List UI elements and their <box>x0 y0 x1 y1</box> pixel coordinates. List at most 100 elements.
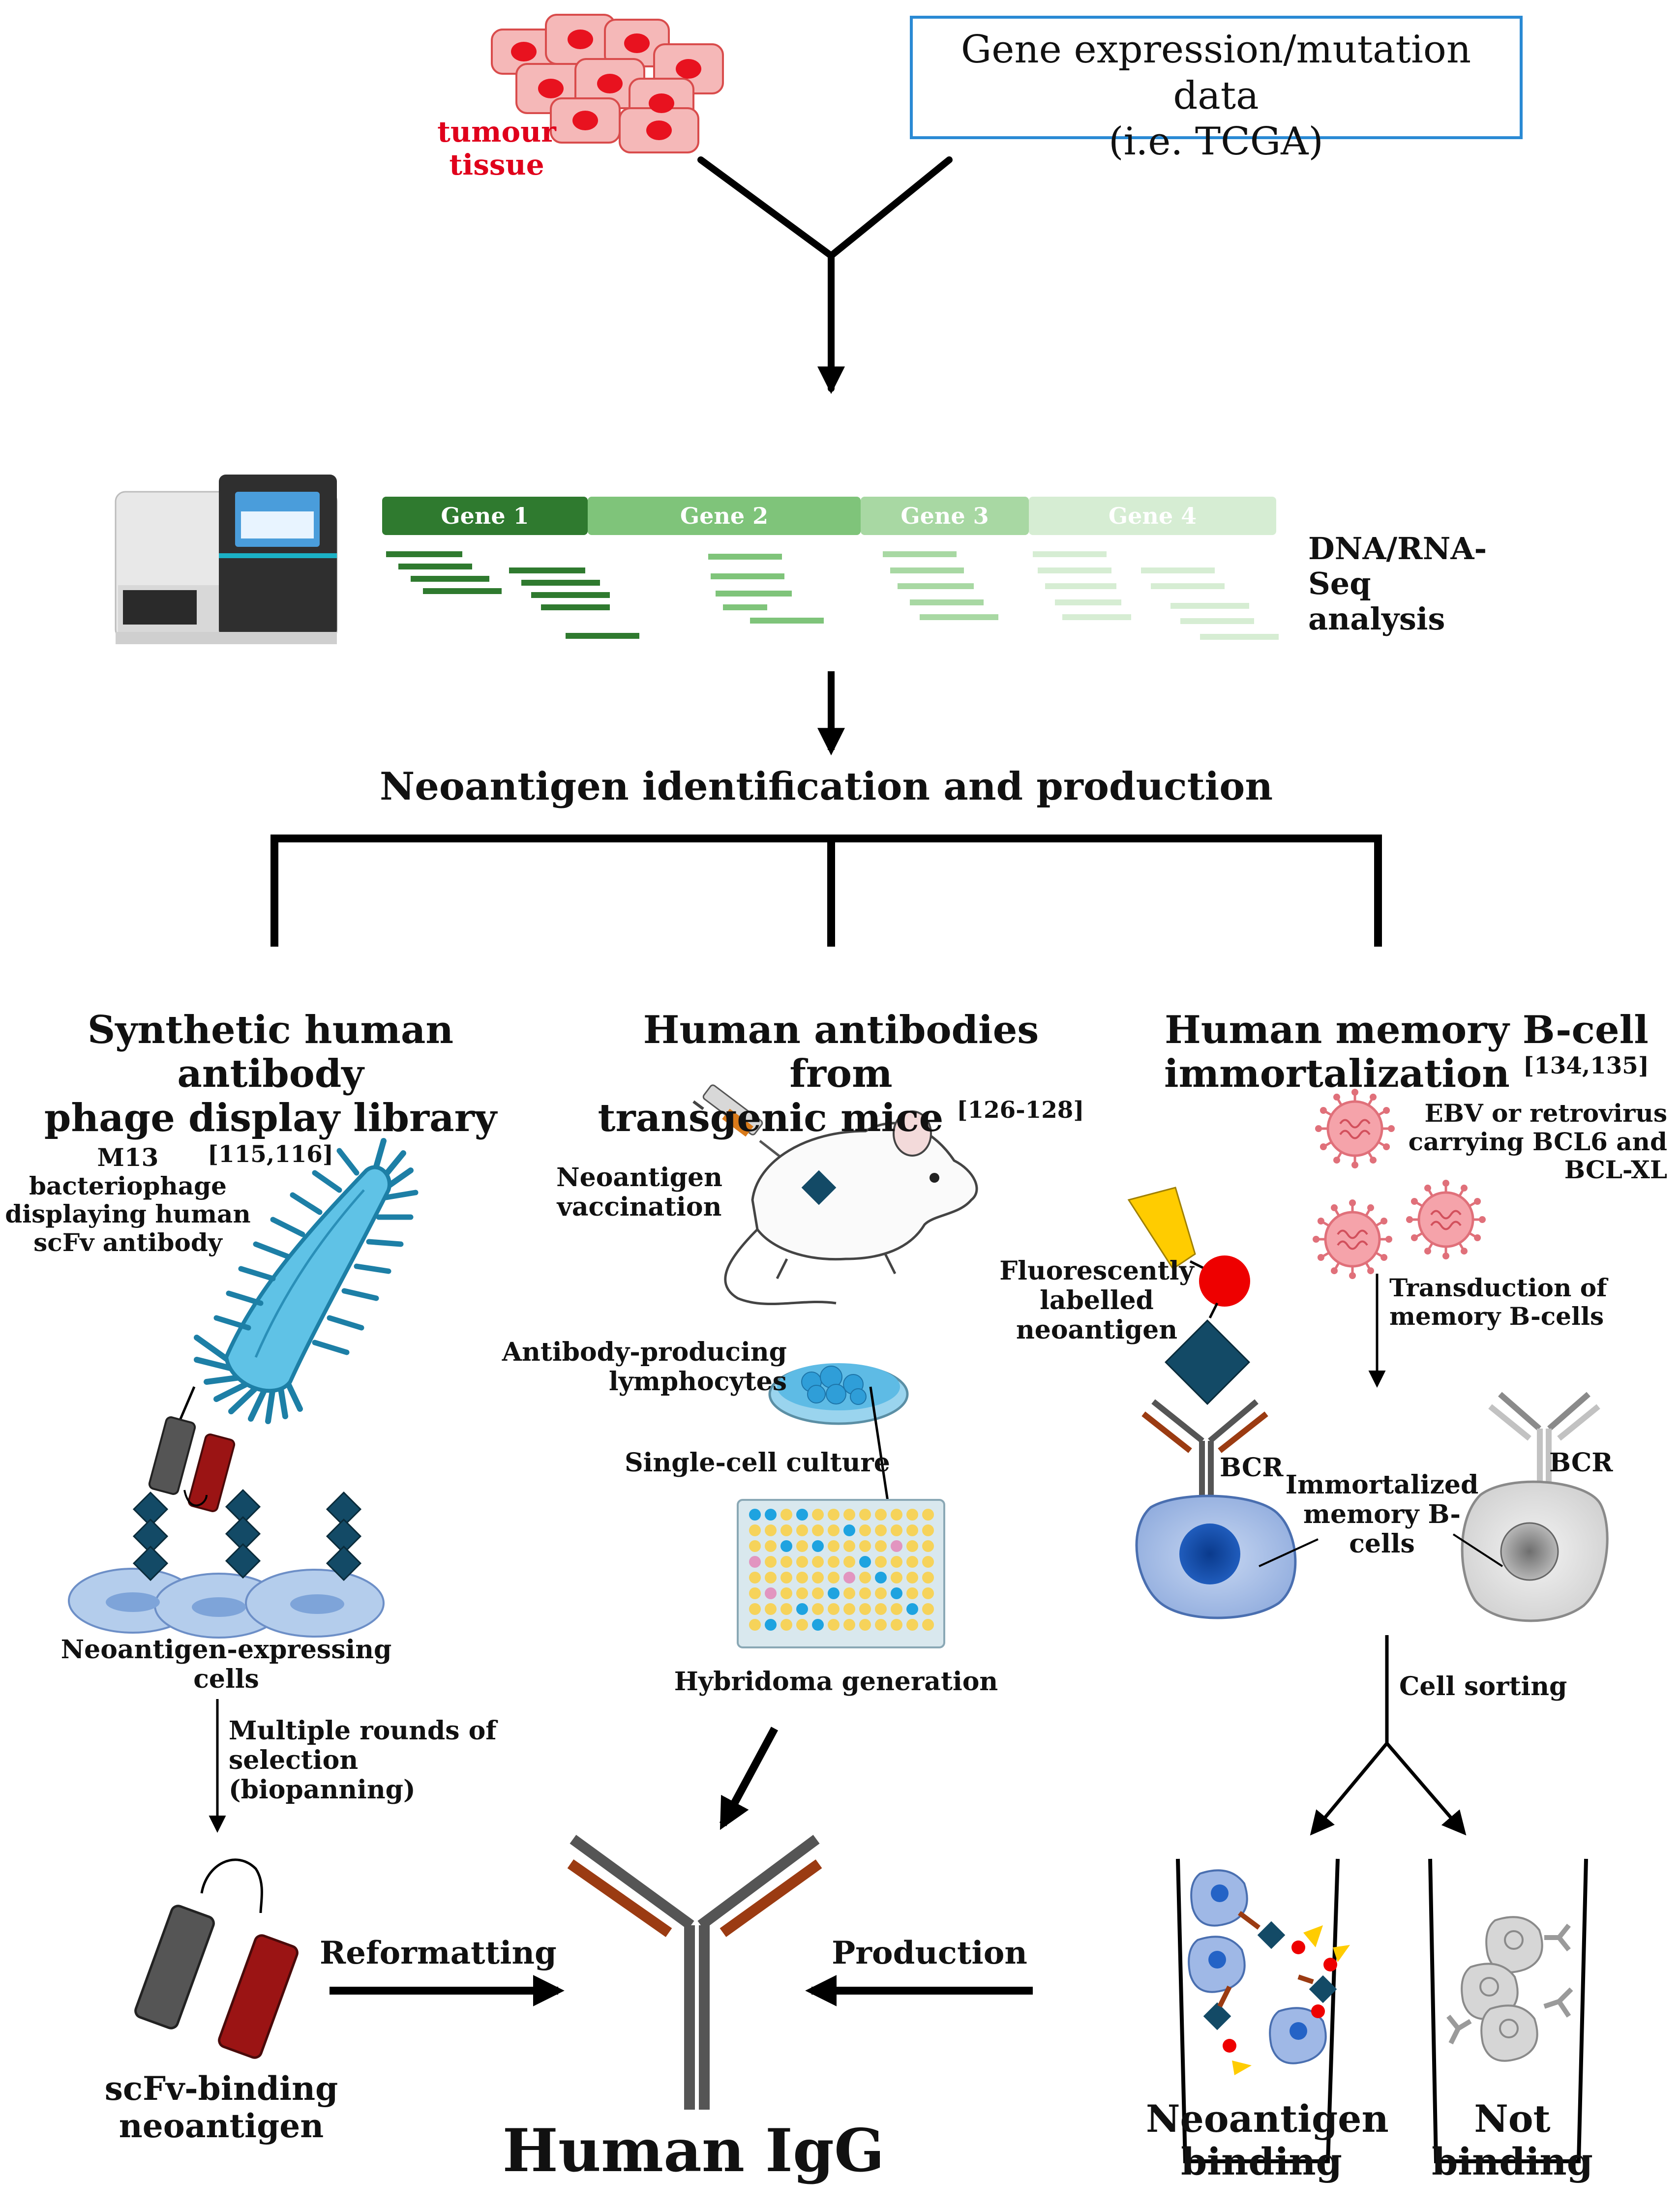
virus-spike-tip <box>1424 1248 1431 1255</box>
immortalized-label: Immortalized memory B-cells <box>1285 1470 1479 1559</box>
gene-bar-1: Gene 1 <box>382 497 588 535</box>
virus-spike-tip <box>1351 1162 1358 1168</box>
well <box>828 1509 840 1521</box>
well <box>765 1587 777 1599</box>
well <box>765 1509 777 1521</box>
well <box>891 1619 902 1631</box>
well <box>828 1556 840 1568</box>
memory-b-cell-left-icon <box>1135 1494 1297 1619</box>
well <box>780 1587 792 1599</box>
well <box>765 1556 777 1568</box>
main-title: Neoantigen identification and production <box>379 764 1273 809</box>
well <box>796 1619 808 1631</box>
well <box>859 1509 871 1521</box>
well <box>843 1509 855 1521</box>
sorting-label: Cell sorting <box>1399 1672 1567 1702</box>
well <box>780 1540 792 1552</box>
branch-title-bcell: Human memory B-cell immortalization [134… <box>1164 1007 1649 1097</box>
well <box>843 1524 855 1536</box>
virus-label: EBV or retrovirus carrying BCL6 and BCL-… <box>1408 1099 1667 1184</box>
well <box>875 1556 887 1568</box>
virus-spike-tip <box>1474 1234 1481 1241</box>
well <box>749 1587 761 1599</box>
binding-label: Neoantigen binding <box>1146 2097 1389 2184</box>
virus-particle <box>1326 1100 1383 1157</box>
virus-spike-tip <box>1442 1253 1449 1259</box>
virus-spike-tip <box>1315 1125 1322 1132</box>
well <box>875 1540 887 1552</box>
not-binding-tube <box>1428 1858 1588 2163</box>
scfv-label: scFv-binding neoantigen <box>104 2069 338 2145</box>
virus-spike-tip <box>1406 1216 1413 1223</box>
well <box>828 1587 840 1599</box>
branch-title-mice: Human antibodies from transgenic mice [1… <box>598 1007 1084 1141</box>
cell-sorting-fork <box>1310 1635 1467 1836</box>
well <box>859 1524 871 1536</box>
virus-spike-tip <box>1370 1157 1377 1164</box>
well <box>765 1524 777 1536</box>
well <box>780 1509 792 1521</box>
well <box>780 1619 792 1631</box>
virus-spike-tip <box>1461 1184 1468 1192</box>
virus-spike-tip <box>1349 1199 1356 1206</box>
virus-spike-tip <box>1388 1125 1395 1132</box>
well <box>780 1524 792 1536</box>
well <box>843 1587 855 1599</box>
fluorescent-neoantigen-icon <box>1127 1187 1250 1405</box>
well <box>875 1524 887 1536</box>
virus-spike-tip <box>1424 1184 1431 1192</box>
well <box>891 1572 902 1583</box>
well <box>906 1540 918 1552</box>
well <box>749 1572 761 1583</box>
virus-spike-tip <box>1380 1218 1388 1224</box>
gene-bar-4: Gene 4 <box>1029 497 1276 535</box>
well <box>812 1572 824 1583</box>
well <box>765 1619 777 1631</box>
virus-spike-tip <box>1479 1216 1486 1223</box>
tumour-tissue-icon <box>491 14 724 153</box>
nonbinding-cells-icon <box>1446 1916 1573 2062</box>
neoantigen-expressing-cells-icon <box>68 1489 385 1639</box>
well <box>859 1556 871 1568</box>
production-label: Production <box>832 1935 1027 1971</box>
well <box>843 1619 855 1631</box>
well <box>906 1603 918 1615</box>
virus-spike-tip <box>1461 1248 1468 1255</box>
virus-spike-tip <box>1349 1272 1356 1279</box>
well <box>828 1619 840 1631</box>
virus-spike-tip <box>1331 1204 1338 1211</box>
bcr-left-icon <box>1141 1399 1268 1500</box>
well <box>891 1540 902 1552</box>
branch-refs-mice: [126-128] <box>957 1097 1084 1124</box>
not-binding-label: Not binding <box>1432 2097 1593 2184</box>
gene-bar-2: Gene 2 <box>588 497 861 535</box>
sequencer-machine-icon <box>115 475 338 644</box>
scfv-fragment-icon <box>134 1858 299 2059</box>
fluorescent-label: Fluorescently labelled neoantigen <box>999 1256 1194 1345</box>
well <box>812 1509 824 1521</box>
well <box>796 1509 808 1521</box>
well <box>859 1587 871 1599</box>
sequencing-reads <box>386 551 1279 640</box>
well <box>796 1603 808 1615</box>
well <box>828 1540 840 1552</box>
virus-spike-tip <box>1320 1143 1327 1150</box>
well <box>859 1540 871 1552</box>
reformatting-label: Reformatting <box>320 1935 557 1971</box>
virus-particle <box>1324 1211 1381 1268</box>
virus-genome <box>1339 1119 1371 1139</box>
well <box>765 1540 777 1552</box>
virus-spike-tip <box>1333 1157 1340 1164</box>
virus-spike-tip <box>1317 1254 1324 1261</box>
well <box>875 1619 887 1631</box>
well <box>780 1572 792 1583</box>
m13-bacteriophage-icon <box>148 1138 419 1512</box>
well <box>922 1603 934 1615</box>
human-igg-label: Human IgG <box>502 2116 885 2185</box>
well <box>812 1556 824 1568</box>
well <box>749 1603 761 1615</box>
vaccination-label: Neoantigen vaccination <box>556 1163 722 1222</box>
well <box>906 1509 918 1521</box>
virus-spike-tip <box>1442 1180 1449 1187</box>
well <box>796 1524 808 1536</box>
